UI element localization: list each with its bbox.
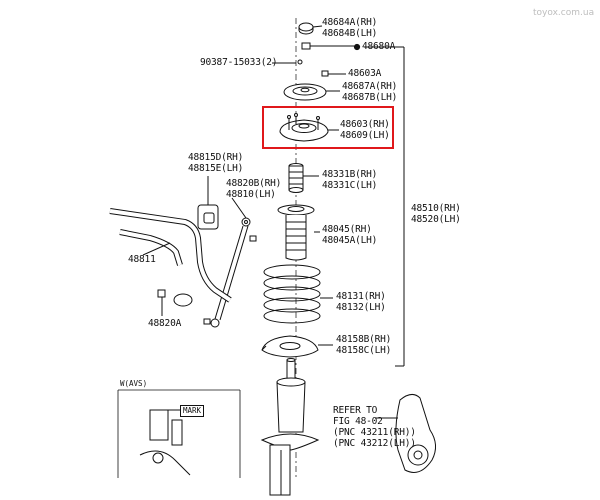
refer-line-3[interactable]: (PNC 43211(RH))	[333, 427, 416, 438]
label-48815D[interactable]: 48815D(RH)	[188, 152, 244, 163]
refer-line-4[interactable]: (PNC 43212(LH))	[333, 438, 416, 449]
label-48684A[interactable]: 48684A(RH)	[322, 17, 378, 28]
strut-mount-48603-drawing	[279, 113, 339, 142]
label-48131[interactable]: 48131(RH)	[336, 291, 386, 302]
label-48331C[interactable]: 48331C(LH)	[322, 180, 378, 191]
bar-bushing-48815d-drawing	[197, 176, 219, 230]
label-48510[interactable]: 48510(RH)	[411, 203, 461, 214]
stabilizer-bar-48811-drawing	[109, 208, 232, 303]
label-48687A[interactable]: 48687A(RH)	[342, 81, 398, 92]
label-48158B[interactable]: 48158B(RH)	[336, 334, 392, 345]
label-48603[interactable]: 48603(RH)	[340, 119, 390, 130]
label-48045A[interactable]: 48045A(LH)	[322, 235, 378, 246]
label-48687B[interactable]: 48687B(LH)	[342, 92, 398, 103]
label-48815E[interactable]: 48815E(LH)	[188, 163, 244, 174]
label-48680A[interactable]: 48680A	[362, 41, 396, 52]
bar-clamp-48820a-drawing	[157, 289, 193, 316]
label-48158C[interactable]: 48158C(LH)	[336, 345, 392, 356]
refer-line-1[interactable]: REFER TO	[333, 405, 378, 416]
cap-48684a-drawing	[298, 22, 323, 35]
label-48603A[interactable]: 48603A	[348, 68, 382, 79]
coil-spring-48131-drawing	[263, 264, 333, 324]
label-48820A[interactable]: 48820A	[148, 318, 182, 329]
label-48331B[interactable]: 48331B(RH)	[322, 169, 378, 180]
label-48520[interactable]: 48520(LH)	[411, 214, 461, 225]
label-48811[interactable]: 48811	[128, 254, 156, 265]
nut-48603a-drawing	[321, 70, 346, 77]
label-48810[interactable]: 48810(LH)	[226, 189, 276, 200]
steering-knuckle-drawing	[375, 394, 436, 473]
refer-line-2[interactable]: FIG 48-02	[333, 416, 383, 427]
nut-48680a-drawing	[301, 42, 361, 51]
inset-frame	[117, 389, 241, 478]
label-90387[interactable]: 90387-15033(2)	[200, 57, 278, 68]
inset-title: W(AVS)	[120, 379, 148, 388]
strut-body-drawing	[260, 358, 320, 496]
label-48609[interactable]: 48609(LH)	[340, 130, 390, 141]
mount-plate-48687a-drawing	[283, 83, 340, 101]
label-48684B[interactable]: 48684B(LH)	[322, 28, 378, 39]
label-48132[interactable]: 48132(LH)	[336, 302, 386, 313]
highlight-box-48603[interactable]	[262, 106, 394, 149]
stabilizer-link-48820b-drawing	[203, 197, 257, 328]
label-48820B[interactable]: 48820B(RH)	[226, 178, 282, 189]
assembly-bracket-line	[364, 46, 405, 367]
bump-stop-48331b-drawing	[288, 163, 319, 193]
mark-label: MARK	[180, 405, 205, 417]
inset-knuckle-drawing	[139, 409, 191, 476]
label-48045[interactable]: 48045(RH)	[322, 224, 372, 235]
bushing-90387-drawing	[272, 59, 303, 65]
dust-boot-48045-drawing	[277, 204, 320, 261]
watermark: toyox.com.ua	[533, 8, 595, 18]
spring-seat-48158b-drawing	[261, 335, 333, 358]
